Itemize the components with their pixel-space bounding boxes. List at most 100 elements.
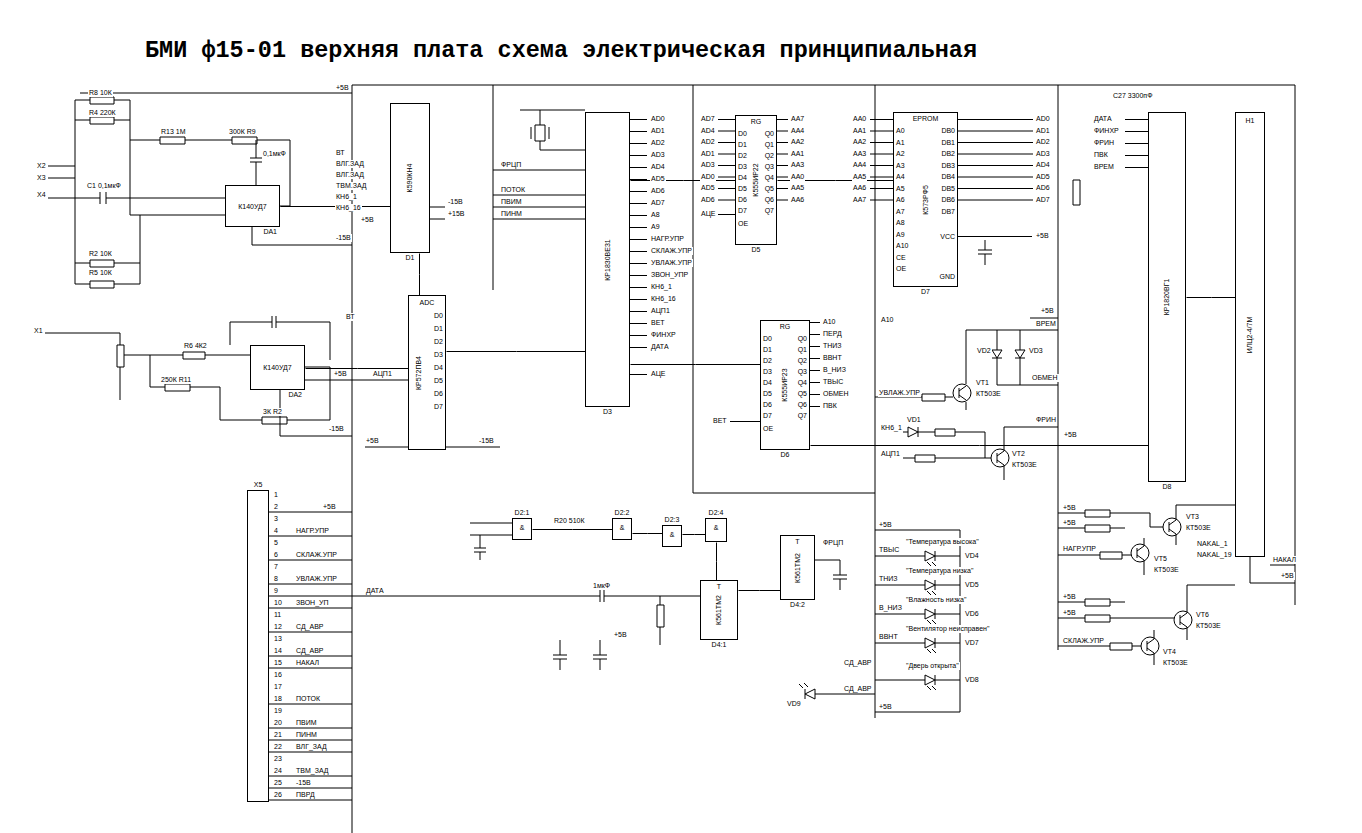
- pin-number: 6: [273, 551, 279, 559]
- signal-label: AD6: [650, 187, 666, 195]
- pin-number: 3: [273, 515, 279, 523]
- signal-label: R20 510К: [553, 517, 586, 525]
- opamp-box: К140УД7DA2: [250, 345, 305, 390]
- signal-label: VT3: [1185, 513, 1200, 521]
- signal-label: AA7: [852, 196, 867, 204]
- signal-label: ВРЕМ: [1093, 163, 1115, 171]
- signal-label: В_НИЗ: [878, 604, 903, 612]
- signal-label: AA2: [852, 138, 867, 146]
- signal-label: ПВК: [822, 402, 838, 410]
- wire-connector: [447, 351, 586, 352]
- signal-label: NAKAL_19: [1196, 551, 1233, 559]
- signal-label: +5В: [1062, 504, 1077, 512]
- signal-label: АЦП1: [372, 370, 393, 378]
- signal-label: VD6: [964, 610, 980, 618]
- pin-label: A10: [896, 242, 908, 250]
- pin-label: D7: [434, 403, 443, 411]
- pin-label: Q0: [798, 335, 807, 343]
- wire-connector: [631, 364, 761, 365]
- signal-label: СКЛАЖ.УПР: [650, 247, 693, 255]
- signal-label: В_НИЗ: [822, 366, 847, 374]
- pin-label: D4:2: [790, 601, 805, 609]
- wire: [815, 530, 960, 712]
- transistor-body: [1163, 518, 1181, 536]
- pin-label: D7: [763, 412, 772, 420]
- wire-connector: [631, 180, 736, 181]
- flipflop-box: TК561ТМ2D4:1: [700, 580, 738, 640]
- pin-number: 20: [273, 719, 283, 727]
- pin-label: D7: [738, 207, 747, 215]
- signal-label: AA6: [852, 184, 867, 192]
- signal-label: ЗВОН_УП: [295, 599, 330, 607]
- wire: [875, 318, 1058, 480]
- signal-label: ФРИН: [1093, 139, 1115, 147]
- pin-label: D2: [738, 152, 747, 160]
- pin-label: DB3: [941, 162, 955, 170]
- pin-number: 16: [273, 671, 283, 679]
- pin-label: Q7: [765, 207, 774, 215]
- signal-label: AD5: [1035, 173, 1051, 181]
- pin-label: D7: [921, 288, 930, 296]
- opamp-box: К140УД7DA1: [225, 185, 280, 227]
- signal-label: -15В: [295, 779, 312, 787]
- flipflop-box: TК561ТМ2D4:2: [780, 535, 815, 600]
- signal-label: VD1: [906, 416, 922, 424]
- part-text: К590КН4: [406, 164, 414, 193]
- logic-gate: &D2:1: [512, 518, 532, 540]
- wire-connector: [683, 534, 706, 535]
- pin-label: D1: [763, 346, 772, 354]
- pin-label: A5: [896, 185, 905, 193]
- signal-label: КТ503Е: [1195, 622, 1222, 630]
- pin-number: 24: [273, 767, 283, 775]
- part-text: &: [670, 531, 675, 539]
- transistor-body: [1141, 637, 1159, 655]
- signal-label: AA4: [790, 127, 805, 135]
- signal-label: ФРЦП: [822, 539, 844, 547]
- signal-label: VD3: [1028, 347, 1044, 355]
- signal-label: -15В: [335, 234, 352, 242]
- pin-label: H1: [1246, 117, 1255, 125]
- pin-label: Q5: [765, 185, 774, 193]
- signal-label: ВВНТ: [878, 633, 899, 641]
- signal-label: 300К R9: [228, 128, 257, 136]
- signal-label: AD4: [1035, 161, 1051, 169]
- pin-label: D2: [434, 338, 443, 346]
- signal-label: ТНИЗ: [822, 342, 843, 350]
- pin-label: D4:1: [712, 641, 727, 649]
- signal-label: AD0: [700, 173, 716, 181]
- signal-label: +5В: [1062, 519, 1077, 527]
- signal-label: AD4: [650, 163, 666, 171]
- pin-label: D3: [434, 351, 443, 359]
- signal-label: +5В: [333, 370, 348, 378]
- part-text: T: [795, 538, 799, 546]
- signal-label: A10: [822, 318, 836, 326]
- signal-label: AD4: [700, 127, 716, 135]
- signal-label: AA6: [790, 196, 805, 204]
- pin-label: D0: [738, 130, 747, 138]
- signal-label: ФИНХР: [1093, 127, 1120, 135]
- signal-label: A9: [650, 223, 661, 231]
- signal-label: НАГР.УПР: [1062, 545, 1097, 553]
- signal-label: +5В: [360, 216, 375, 224]
- signal-label: ДАТА: [365, 587, 385, 595]
- signal-label: AA3: [790, 161, 805, 169]
- part-text: T: [717, 583, 721, 591]
- pin-label: Q6: [765, 196, 774, 204]
- signal-label: +5В: [613, 631, 628, 639]
- pin-label: Q4: [798, 379, 807, 387]
- signal-label: ВЛГ_ЗАД: [295, 743, 328, 751]
- signal-label: AA1: [790, 150, 805, 158]
- signal-label: AD7: [700, 115, 716, 123]
- signal-label: ПВИМ: [295, 719, 318, 727]
- pin-label: DB0: [941, 127, 955, 135]
- signal-label: КН6_1: [880, 424, 903, 432]
- pin-label: DB6: [941, 196, 955, 204]
- signal-label: +5В: [1063, 431, 1078, 439]
- signal-label: АЦП1: [880, 450, 901, 458]
- part-text: ADC: [420, 299, 435, 307]
- signal-label: 250К R11: [160, 376, 192, 384]
- signal-label: "Дверь открыта": [905, 662, 960, 670]
- signal-label: 1мкФ: [592, 582, 611, 590]
- wire-connector: [716, 543, 717, 581]
- diagram-title: БМИ ф15-01 верхняя плата схема электриче…: [145, 37, 977, 65]
